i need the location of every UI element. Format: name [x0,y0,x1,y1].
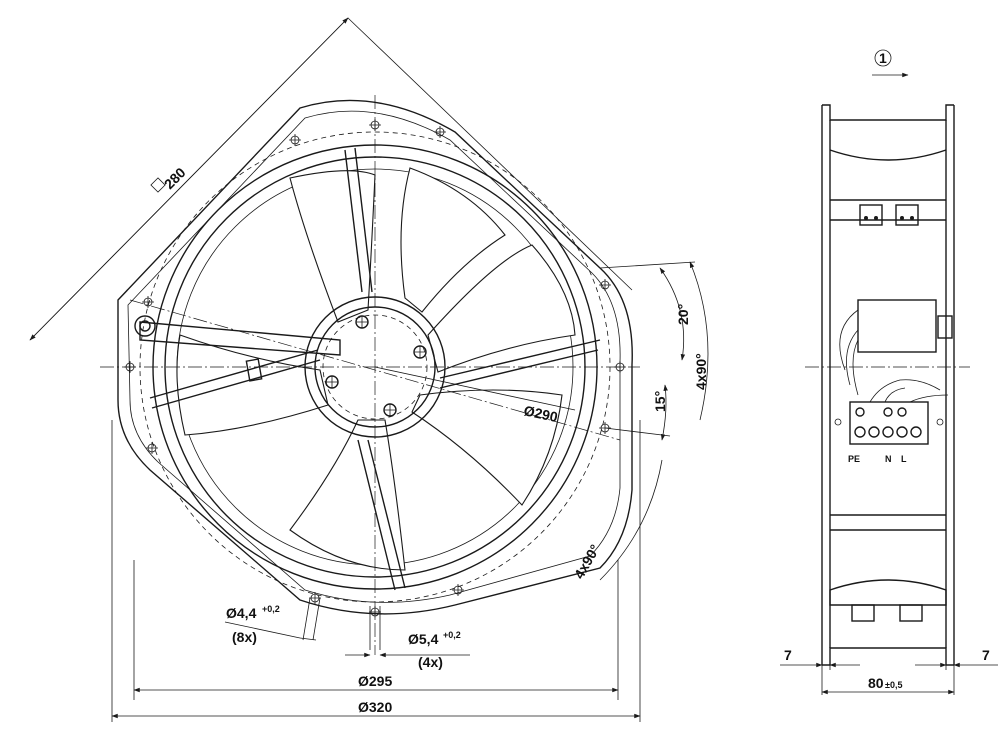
struts [149,147,601,591]
dim-slot-hole: Ø5,4 [408,631,439,647]
dim-depth-tol: ±0,5 [885,680,902,690]
dim-flange-left: 7 [784,647,792,663]
cable-channel [139,321,341,356]
housing-outline [117,99,633,615]
mounting-holes [124,119,626,618]
terminal-block [849,401,929,445]
fan-blades [176,167,576,571]
dim-fan-diameter: Ø295 [358,673,392,689]
capacitor [857,299,937,353]
dim-angle-4x90-b: 4x90° [571,542,603,582]
terminal-pe: PE [848,454,860,464]
dim-square: 280 [161,164,189,192]
dim-mount-hole-tol: +0,2 [262,604,280,614]
terminal-l: L [901,454,907,464]
dim-slot-hole-tol: +0,2 [443,630,461,640]
dim-depth: 80 [868,675,884,691]
dim-angle-20: 20° [675,304,691,325]
side-frame [821,104,955,665]
dim-angle-4x90-a: 4x90° [693,353,709,390]
dim-hole-circle: Ø290 [522,402,559,425]
dim-flange-right: 7 [982,647,990,663]
svg-text:1: 1 [879,50,887,66]
hub-screws [325,315,427,417]
dim-outer-diameter: Ø320 [358,699,392,715]
front-view: 280 Ø290 20° 15° 4x90° 4x90° Ø4,4 +0,2 (… [29,17,709,722]
dim-angle-15: 15° [652,391,668,412]
airflow-marker [874,49,892,67]
dim-mount-hole-count: (8x) [232,629,257,645]
dim-slot-hole-count: (4x) [418,654,443,670]
terminal-n: N [885,454,892,464]
dim-mount-hole: Ø4,4 [226,605,257,621]
side-view: PE N L 1 7 7 80 ±0,5 [780,49,998,695]
